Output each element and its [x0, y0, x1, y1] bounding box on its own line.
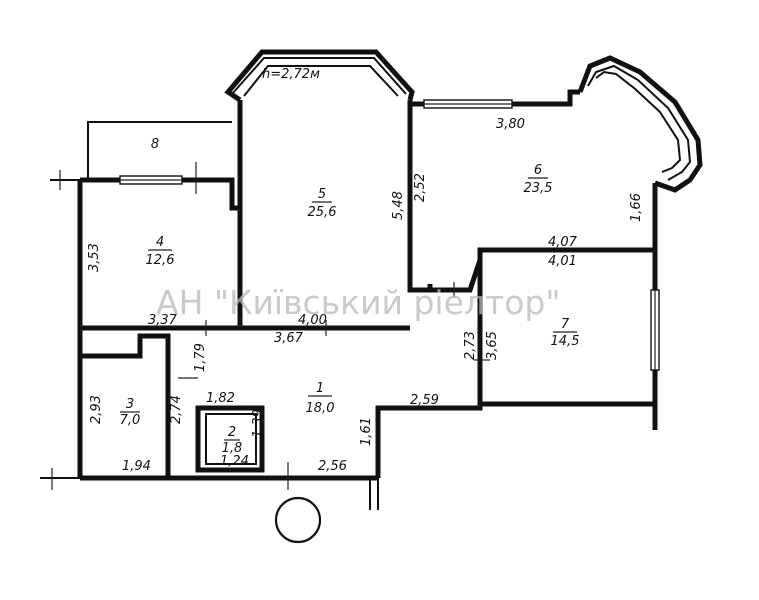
dim-4-01: 4,01: [548, 254, 577, 269]
dim-3-67: 3,67: [274, 331, 304, 346]
room-2-area: 1,8: [222, 441, 243, 456]
interior-walls: [80, 247, 655, 478]
dim-2-59: 2,59: [410, 393, 439, 408]
windows: [119, 99, 660, 371]
dim-1-79: 1,79: [193, 343, 208, 372]
room-1-area: 18,0: [306, 401, 335, 416]
room-4-number: 4: [156, 235, 164, 250]
room-4-area: 12,6: [146, 253, 175, 268]
dim-2-93: 2,93: [89, 395, 104, 424]
dim-1-24: 1,24: [220, 454, 249, 469]
room-8-number: 8: [151, 137, 159, 152]
balcony-walls: [87, 121, 232, 180]
dim-3-37: 3,37: [148, 313, 178, 328]
dim-1-66: 1,66: [629, 193, 644, 222]
dim-3-53: 3,53: [87, 243, 102, 272]
dim-2-73: 2,73: [463, 331, 478, 360]
dim-3-80: 3,80: [496, 117, 525, 132]
dim-2-52: 2,52: [413, 173, 428, 202]
dim-1-39: 1,39: [251, 409, 266, 438]
room-6-number: 6: [534, 163, 542, 178]
room-2-number: 2: [228, 425, 236, 440]
dim-5-48: 5,48: [391, 191, 406, 220]
dim-1-94: 1,94: [122, 459, 151, 474]
room-5-number: 5: [318, 187, 326, 202]
room-6-area: 23,5: [524, 181, 553, 196]
ceiling-height-label: h=2,72м: [262, 67, 320, 82]
dim-2-56: 2,56: [318, 459, 347, 474]
dim-1-82: 1,82: [206, 391, 235, 406]
dim-4-00: 4,00: [298, 313, 327, 328]
entrance-circle: [274, 496, 322, 544]
watermark-text: АН "Київський ріелтор": [156, 283, 561, 322]
room-3-area: 7,0: [120, 413, 141, 428]
room-1-number: 1: [316, 381, 324, 396]
dim-4-07: 4,07: [548, 235, 578, 250]
dim-2-74: 2,74: [169, 395, 184, 424]
room-7-area: 14,5: [551, 334, 580, 349]
dim-3-65: 3,65: [485, 331, 500, 360]
dim-1-61: 1,61: [359, 417, 374, 446]
room-3-number: 3: [126, 397, 134, 412]
door-markers: [51, 162, 490, 490]
room-5-area: 25,6: [308, 205, 337, 220]
room-7-number: 7: [561, 317, 570, 332]
